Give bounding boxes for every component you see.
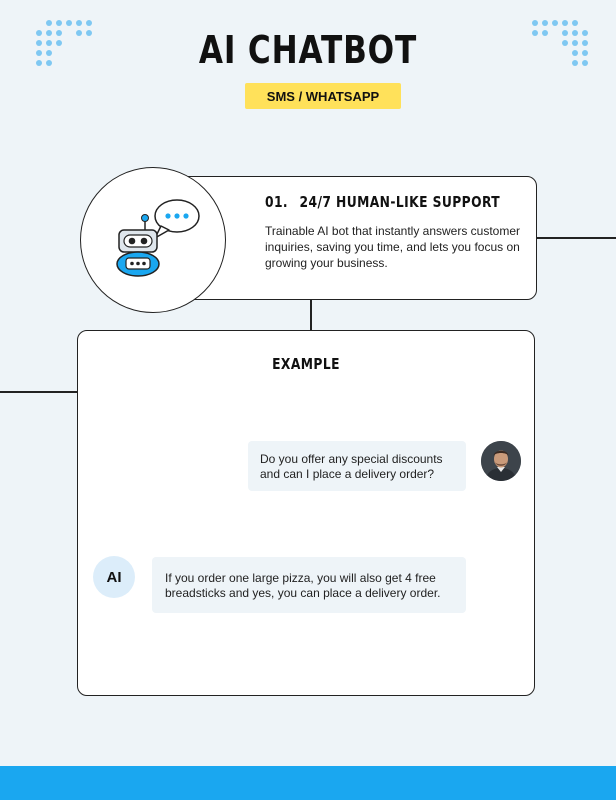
connector-line-vertical (310, 300, 312, 330)
feature-description: Trainable AI bot that instantly answers … (265, 224, 521, 270)
feature-heading: 01. 24/7 HUMAN-LIKE SUPPORT (265, 193, 500, 211)
footer-bar (0, 766, 616, 800)
feature-number: 01. (265, 193, 289, 211)
example-title: EXAMPLE (272, 355, 340, 373)
connector-line-left (0, 391, 77, 393)
channel-badge: SMS / WHATSAPP (245, 83, 401, 109)
decorative-dots-left (36, 20, 96, 72)
example-card: EXAMPLE Do you offer any special discoun… (77, 330, 535, 696)
decorative-dots-right (532, 20, 592, 72)
feature-title: 24/7 HUMAN-LIKE SUPPORT (299, 193, 501, 211)
user-avatar (481, 441, 521, 481)
ai-message-bubble: If you order one large pizza, you will a… (152, 557, 466, 613)
page-title: AI CHATBOT (198, 28, 418, 72)
connector-line-right (537, 237, 616, 239)
ai-avatar: AI (93, 556, 135, 598)
user-message-bubble: Do you offer any special discounts and c… (248, 441, 466, 491)
chatbot-robot-icon (80, 167, 226, 313)
